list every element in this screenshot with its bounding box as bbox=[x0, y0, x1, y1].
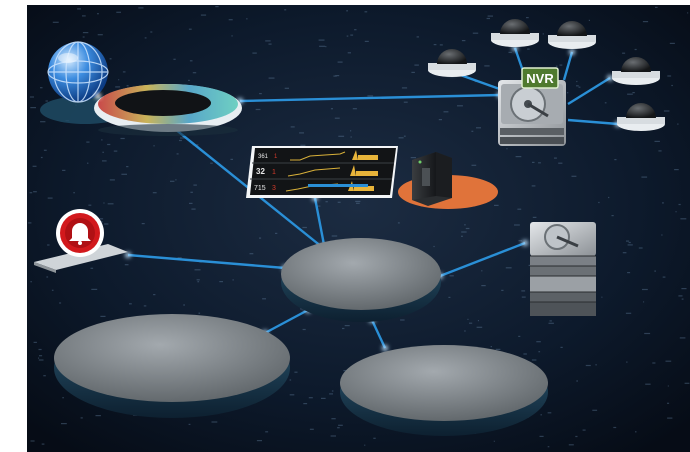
server-station bbox=[398, 152, 498, 209]
link-cam3-nvr bbox=[562, 51, 574, 81]
left-disk bbox=[54, 314, 290, 418]
monitor-row-3-delta: 3 bbox=[272, 185, 276, 192]
nvr-badge bbox=[521, 67, 559, 89]
dome-camera-icon bbox=[617, 103, 665, 131]
monitor-row-3-value: 715 bbox=[254, 185, 266, 192]
right-disk bbox=[340, 345, 548, 436]
dome-camera-icon bbox=[491, 19, 539, 47]
monitor-row-2-delta: 1 bbox=[272, 169, 276, 176]
globe-icon bbox=[47, 41, 109, 103]
monitor-row-1-delta: 1 bbox=[274, 154, 278, 160]
link-cam4-nvr bbox=[567, 76, 611, 106]
link-center-left-disk bbox=[264, 308, 309, 335]
link-monitor-center bbox=[313, 197, 327, 251]
link-center-storage bbox=[439, 241, 526, 278]
internet-hub bbox=[40, 84, 242, 136]
hard-drive-icon bbox=[530, 222, 596, 316]
nvr-badge-label: NVR bbox=[526, 71, 554, 86]
monitoring-panel: 361 1 32 1 715 3 bbox=[246, 146, 398, 198]
monitor-row-1-value: 361 bbox=[258, 154, 269, 160]
central-disk bbox=[281, 238, 441, 322]
alarm-station bbox=[34, 209, 128, 273]
dome-camera-icon bbox=[612, 57, 660, 85]
server-tower-icon bbox=[412, 152, 452, 206]
link-alarm-center bbox=[127, 253, 286, 270]
link-cam5-nvr bbox=[567, 118, 619, 126]
dome-camera-icon bbox=[548, 21, 596, 49]
link-hub-center bbox=[169, 124, 323, 248]
alarm-bell-icon bbox=[56, 209, 104, 257]
link-center-right-disk bbox=[370, 319, 387, 349]
dome-camera-icon bbox=[428, 49, 476, 77]
connections bbox=[127, 47, 619, 349]
nvr-device: NVR bbox=[498, 67, 566, 146]
link-hub-nvr bbox=[239, 93, 501, 103]
monitor-row-2-value: 32 bbox=[256, 167, 265, 176]
